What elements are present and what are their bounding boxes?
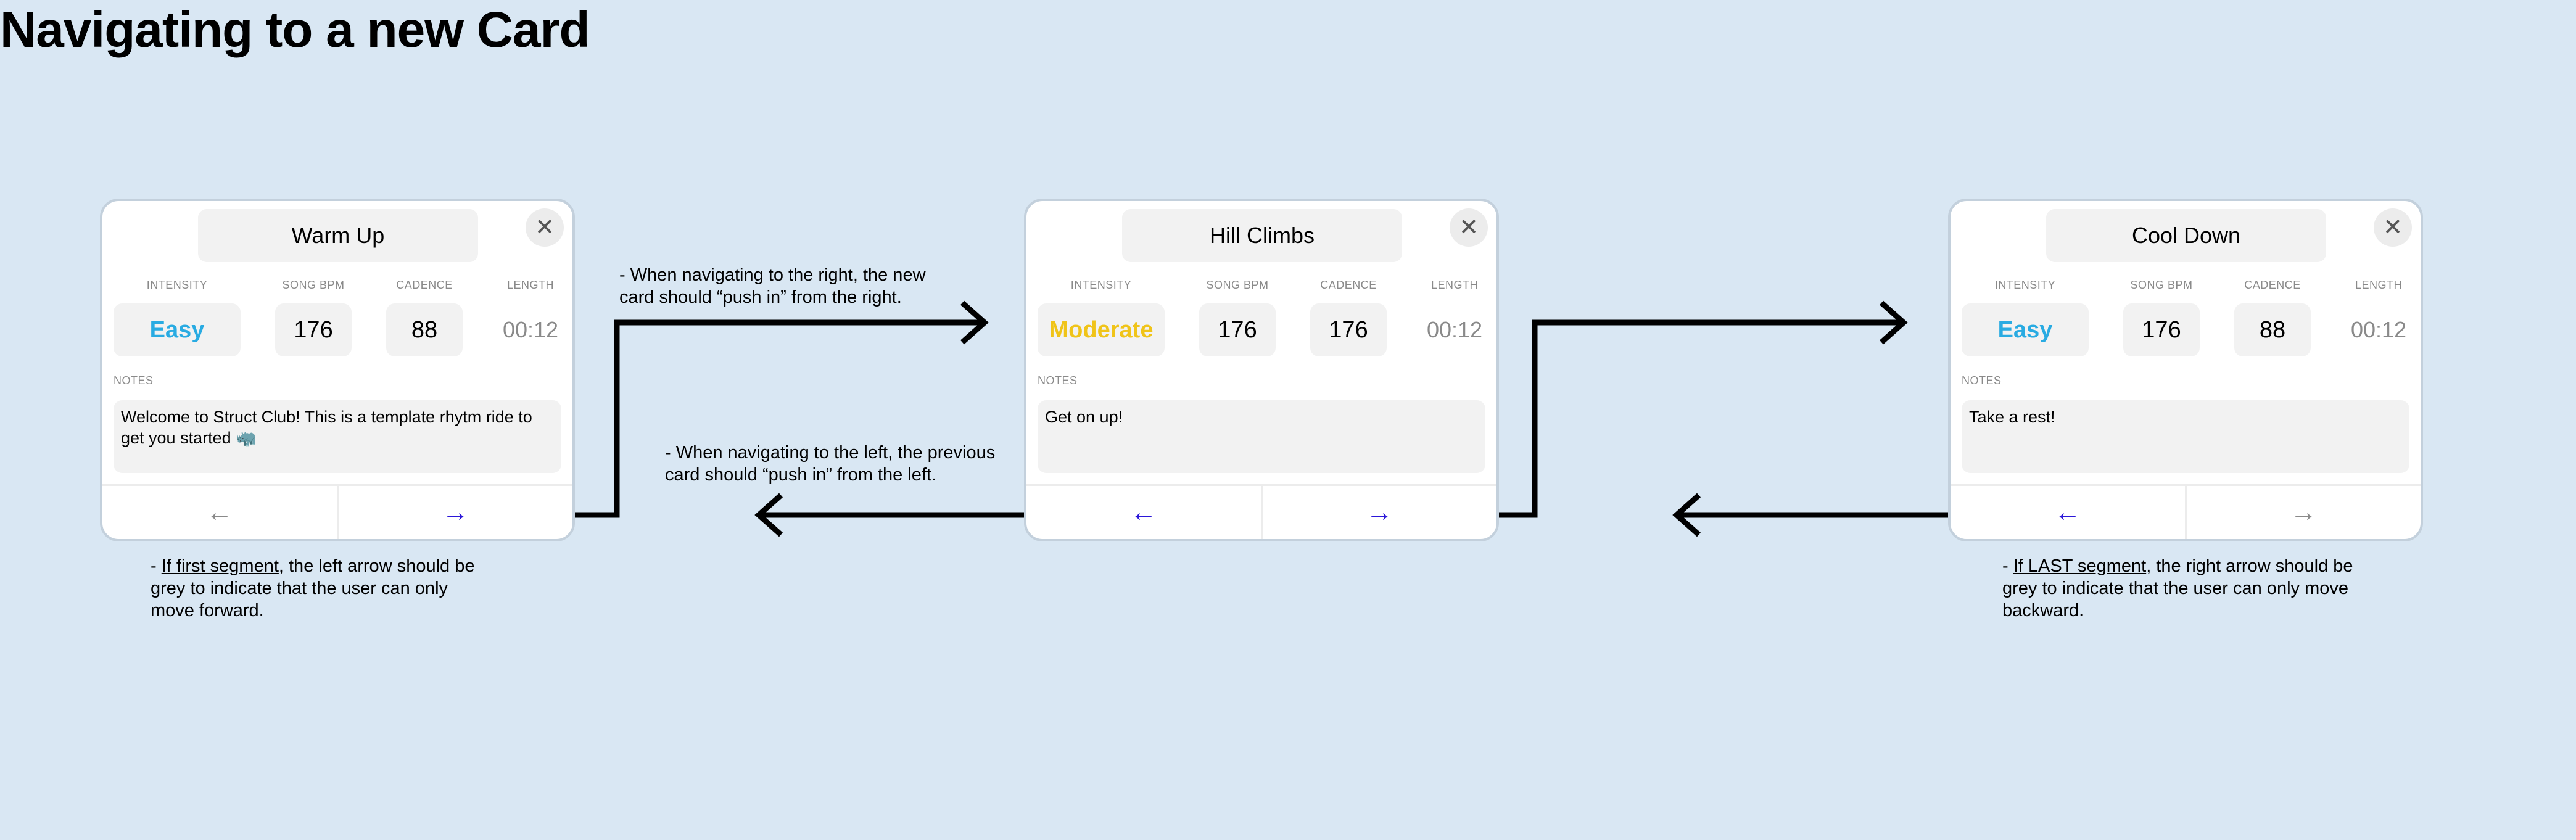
next-arrow-button[interactable]: → (1260, 486, 1497, 539)
annotation-first-rest: , the left arrow should be grey to indic… (151, 556, 475, 620)
intensity-label: INTENSITY (1070, 279, 1132, 291)
card-footer: ← → (1951, 484, 2421, 539)
page-title: Navigating to a new Card (0, 2, 590, 58)
card-footer: ← → (1026, 484, 1496, 539)
song-bpm-value[interactable]: 176 (2123, 303, 2200, 356)
song-bpm-label: SONG BPM (1206, 279, 1269, 291)
close-icon[interactable]: ✕ (526, 208, 564, 247)
notes-label: NOTES (1038, 374, 1078, 387)
card-footer: ← → (102, 484, 572, 539)
notes-field[interactable]: Welcome to Struct Club! This is a templa… (114, 400, 561, 473)
previous-arrow-button[interactable]: ← (1129, 497, 1157, 527)
intensity-value[interactable]: Easy (1962, 303, 2089, 356)
intensity-label: INTENSITY (1994, 279, 2056, 291)
song-bpm-value[interactable]: 176 (275, 303, 352, 356)
close-icon[interactable]: ✕ (1450, 208, 1488, 247)
cadence-value[interactable]: 88 (386, 303, 463, 356)
right-nav-arrow-2 (1452, 319, 1901, 518)
song-bpm-label: SONG BPM (282, 279, 345, 291)
card-title[interactable]: Hill Climbs (1122, 209, 1402, 262)
previous-arrow-button[interactable]: ← (205, 497, 233, 527)
length-value: 00:12 (1426, 317, 1483, 342)
intensity-value[interactable]: Moderate (1038, 303, 1165, 356)
annotation-first-segment: - If first segment, the left arrow shoul… (151, 555, 496, 622)
cadence-label: CADENCE (1320, 279, 1377, 291)
card-title[interactable]: Warm Up (198, 209, 478, 262)
annotation-last-rest: , the right arrow should be grey to indi… (2002, 556, 2353, 620)
annotation-first-underlined: If first segment (161, 556, 279, 576)
annotation-last-segment: - If LAST segment, the right arrow shoul… (2002, 555, 2360, 622)
length-label: LENGTH (506, 279, 554, 291)
right-nav-arrowhead-2 (1880, 300, 1908, 345)
cadence-value[interactable]: 176 (1310, 303, 1387, 356)
cadence-label: CADENCE (396, 279, 453, 291)
length-label: LENGTH (2355, 279, 2402, 291)
length-value: 00:12 (2350, 317, 2407, 342)
song-bpm-label: SONG BPM (2130, 279, 2193, 291)
left-nav-arrowhead-1 (754, 493, 783, 537)
notes-label: NOTES (1962, 374, 2002, 387)
right-nav-arrowhead-1 (960, 300, 989, 345)
right-nav-arrow-1 (534, 319, 982, 518)
card-title[interactable]: Cool Down (2046, 209, 2326, 262)
length-label: LENGTH (1430, 279, 1478, 291)
annotation-last-underlined: If LAST segment (2013, 556, 2147, 576)
song-bpm-value[interactable]: 176 (1199, 303, 1276, 356)
notes-label: NOTES (114, 374, 154, 387)
notes-field[interactable]: Take a rest! (1962, 400, 2409, 473)
length-value: 00:12 (502, 317, 559, 342)
segment-card-warm-up: Warm Up ✕ INTENSITY SONG BPM CADENCE LEN… (100, 199, 575, 541)
notes-field[interactable]: Get on up! (1038, 400, 1485, 473)
segment-card-hill-climbs: Hill Climbs ✕ INTENSITY SONG BPM CADENCE… (1024, 199, 1499, 541)
annotation-left-navigation: - When navigating to the left, the previ… (665, 443, 996, 485)
left-nav-arrowhead-2 (1672, 493, 1701, 537)
close-icon[interactable]: ✕ (2374, 208, 2412, 247)
cadence-label: CADENCE (2244, 279, 2301, 291)
segment-card-cool-down: Cool Down ✕ INTENSITY SONG BPM CADENCE L… (1948, 199, 2423, 541)
intensity-value[interactable]: Easy (114, 303, 241, 356)
intensity-label: INTENSITY (146, 279, 208, 291)
annotation-last-prefix: - (2002, 556, 2013, 576)
annotation-right-navigation: - When navigating to the right, the new … (619, 265, 926, 307)
annotation-first-prefix: - (151, 556, 162, 576)
previous-arrow-button[interactable]: ← (2054, 497, 2081, 527)
next-arrow-button[interactable]: → (2184, 486, 2421, 539)
next-arrow-button[interactable]: → (336, 486, 573, 539)
cadence-value[interactable]: 88 (2234, 303, 2311, 356)
